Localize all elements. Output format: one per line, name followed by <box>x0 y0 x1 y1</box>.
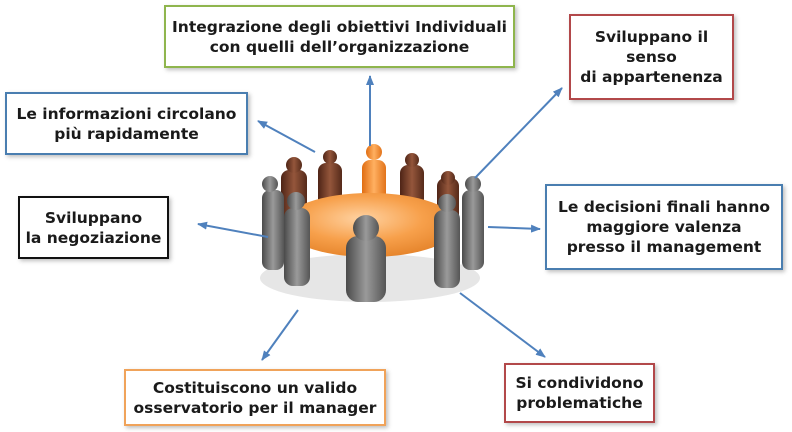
box-decisioni-finali-text: Le decisioni finali hanno maggiore valen… <box>557 198 771 256</box>
box-decisioni-finali: Le decisioni finali hanno maggiore valen… <box>545 184 783 270</box>
arrow-icon <box>261 309 299 361</box>
figure-right-2 <box>434 194 460 288</box>
arrow-icon <box>474 87 563 179</box>
box-condividono-problematiche-text: Si condividono problematiche <box>515 374 644 412</box>
box-condividono-problematiche: Si condividono problematiche <box>504 363 655 423</box>
figure-back-center <box>362 144 386 202</box>
figure-left-1 <box>262 176 284 270</box>
figure-left-2 <box>284 192 310 286</box>
arrow-icon <box>487 224 541 233</box>
arrow-icon <box>197 221 269 238</box>
box-senso-appartenenza-text: Sviluppano il senso di appartenenza <box>580 28 723 86</box>
box-informazioni-circolano: Le informazioni circolano più rapidament… <box>5 92 248 155</box>
box-senso-appartenenza: Sviluppano il senso di appartenenza <box>569 14 734 100</box>
box-integrazione-obiettivi-text: Integrazione degli obiettivi Individuali… <box>172 17 507 56</box>
box-informazioni-circolano-text: Le informazioni circolano più rapidament… <box>16 104 237 143</box>
arrow-icon <box>459 292 546 358</box>
box-negoziazione: Sviluppano la negoziazione <box>18 196 169 259</box>
box-osservatorio-text: Costituiscono un valido osservatorio per… <box>133 378 377 417</box>
figure-right-1 <box>462 176 484 270</box>
figure-front <box>346 215 386 302</box>
box-osservatorio: Costituiscono un valido osservatorio per… <box>124 369 386 426</box>
box-integrazione-obiettivi: Integrazione degli obiettivi Individuali… <box>164 5 515 68</box>
arrow-icon <box>257 120 316 153</box>
box-negoziazione-text: Sviluppano la negoziazione <box>25 208 162 247</box>
